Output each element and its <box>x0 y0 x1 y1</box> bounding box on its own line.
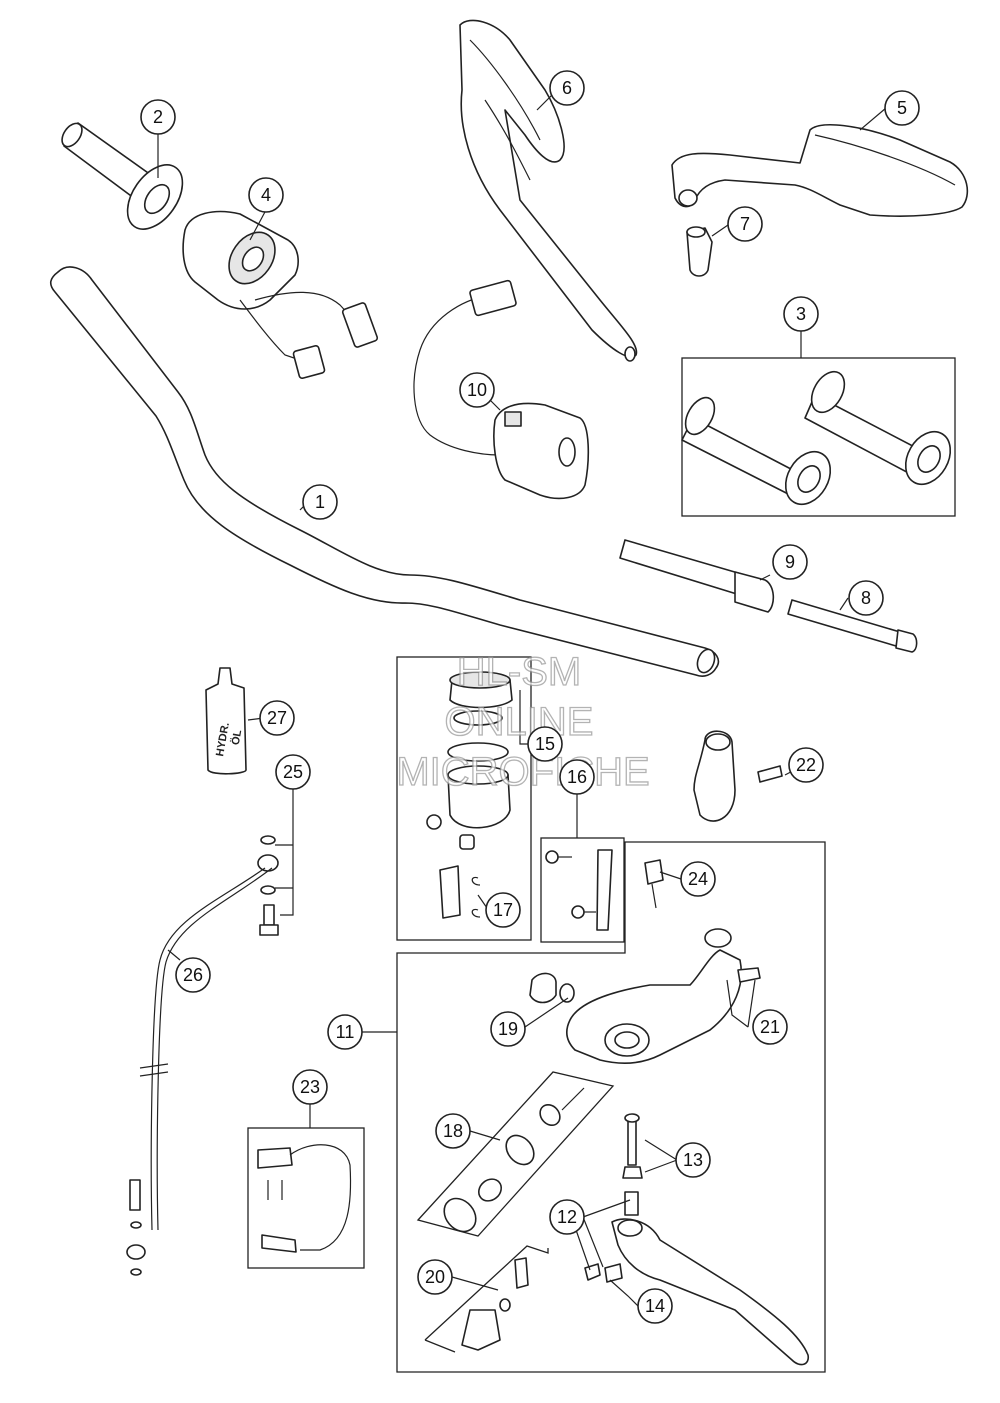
long-bolt-part <box>787 599 918 653</box>
callout-13: 13 <box>675 1142 711 1178</box>
callout-24: 24 <box>680 861 716 897</box>
svg-text:20: 20 <box>425 1267 445 1287</box>
bar-end-part <box>619 539 775 613</box>
reservoir-frame <box>396 656 532 941</box>
svg-text:7: 7 <box>740 214 750 234</box>
callout-27: 27 <box>259 700 295 736</box>
svg-text:9: 9 <box>785 552 795 572</box>
callout-8: 8 <box>848 580 884 616</box>
piston-kit-part <box>443 1087 585 1233</box>
callout-14: 14 <box>637 1288 673 1324</box>
watermark-line1: HL-SM <box>457 650 581 694</box>
callout-21: 21 <box>752 1009 788 1045</box>
hand-guard-left-part <box>671 124 969 217</box>
brake-hose-part <box>126 835 279 1276</box>
master-cylinder-part <box>529 928 761 1065</box>
callout-6: 6 <box>549 70 585 106</box>
callout-9: 9 <box>772 544 808 580</box>
cable-kit-frame <box>247 1127 365 1269</box>
callout-7: 7 <box>727 206 763 242</box>
callout-23: 23 <box>292 1069 328 1105</box>
svg-text:22: 22 <box>796 755 816 775</box>
svg-text:13: 13 <box>683 1150 703 1170</box>
svg-text:6: 6 <box>562 78 572 98</box>
grip-set-part <box>681 370 952 506</box>
bolt-part <box>686 226 713 277</box>
svg-text:8: 8 <box>861 588 871 608</box>
callout-17: 17 <box>485 892 521 928</box>
switch-kit-frame <box>424 1245 549 1353</box>
svg-text:2: 2 <box>153 107 163 127</box>
bracket-part <box>545 849 613 931</box>
svg-text:10: 10 <box>467 380 487 400</box>
grip-set-frame <box>681 357 956 517</box>
svg-text:18: 18 <box>443 1121 463 1141</box>
callout-15: 15 <box>527 726 563 762</box>
watermark-line3: MICROFICHE <box>396 750 649 794</box>
svg-text:17: 17 <box>493 900 513 920</box>
svg-text:11: 11 <box>336 1022 355 1042</box>
callout-16: 16 <box>559 759 595 795</box>
pivot-bolt-part <box>622 1113 643 1179</box>
svg-text:26: 26 <box>183 965 203 985</box>
svg-text:23: 23 <box>300 1077 320 1097</box>
svg-text:19: 19 <box>498 1019 518 1039</box>
brake-light-cable-part <box>257 1144 352 1253</box>
hydraulic-oil-bottle: HYDR. ÖL <box>205 667 247 775</box>
reservoir-part <box>426 671 513 919</box>
callout-18: 18 <box>435 1113 471 1149</box>
callout-1: 1 <box>302 484 338 520</box>
bottle-label-line2: ÖL <box>229 728 245 746</box>
handlebar-part <box>49 266 720 677</box>
callout-20: 20 <box>417 1259 453 1295</box>
watermark-line2: ONLINE <box>445 700 594 744</box>
svg-text:12: 12 <box>557 1207 577 1227</box>
svg-text:3: 3 <box>796 304 806 324</box>
callout-5: 5 <box>884 90 920 126</box>
grip-part <box>61 122 184 230</box>
hand-guard-right-part <box>459 19 638 362</box>
callout-11: 11 <box>327 1014 363 1050</box>
clamp-part <box>693 730 783 822</box>
svg-text:24: 24 <box>688 869 708 889</box>
right-switch-part <box>413 279 590 500</box>
callout-4: 4 <box>248 177 284 213</box>
bottle-label-line1: HYDR. <box>214 722 232 758</box>
callout-26: 26 <box>175 957 211 993</box>
callout-10: 10 <box>459 372 495 408</box>
bracket-frame <box>540 837 625 943</box>
svg-text:21: 21 <box>760 1017 780 1037</box>
svg-text:14: 14 <box>645 1296 665 1316</box>
bleeder-screw-part <box>644 859 664 909</box>
svg-text:5: 5 <box>897 98 907 118</box>
brake-switch-part <box>461 1257 529 1351</box>
svg-text:15: 15 <box>535 734 555 754</box>
callouts: 1 2 3 4 5 6 7 8 9 10 11 12 13 14 15 16 1… <box>140 70 920 1324</box>
svg-text:16: 16 <box>567 767 587 787</box>
callout-19: 19 <box>490 1011 526 1047</box>
callout-2: 2 <box>140 99 176 135</box>
svg-text:1: 1 <box>315 492 325 512</box>
svg-text:27: 27 <box>267 708 287 728</box>
master-cylinder-frame <box>396 841 826 1373</box>
left-switch-part <box>182 210 379 380</box>
svg-text:25: 25 <box>283 762 303 782</box>
svg-text:4: 4 <box>261 185 271 205</box>
callout-3: 3 <box>783 296 819 332</box>
callout-25: 25 <box>275 754 311 790</box>
callout-12: 12 <box>549 1199 585 1235</box>
watermark: HL-SM ONLINE MICROFICHE <box>396 649 651 794</box>
brake-lever-part <box>584 1191 810 1366</box>
callout-22: 22 <box>788 747 824 783</box>
